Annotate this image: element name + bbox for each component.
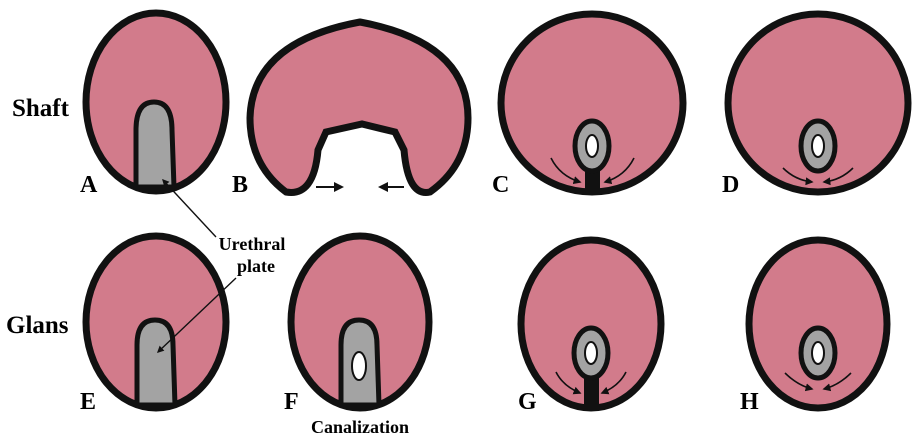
panel-e: E: [80, 236, 226, 415]
row-label-shaft: Shaft: [12, 95, 70, 122]
panel-letter-e: E: [80, 389, 96, 415]
panel-letter-a: A: [80, 172, 98, 198]
panel-h: H: [740, 240, 887, 415]
canalization-label: Canalization: [311, 417, 409, 437]
panel-letter-f: F: [284, 389, 299, 415]
urethral-plate-pointer-a: [163, 180, 216, 237]
panel-letter-d: D: [722, 172, 739, 198]
urethral-plate-label-line1: Urethral: [219, 234, 286, 254]
panel-c: C: [492, 14, 683, 198]
canalization-lumen-f: [352, 352, 366, 380]
urethral-plate-a: [136, 102, 174, 187]
urethral-lumen-g: [585, 342, 597, 364]
panel-letter-b: B: [232, 172, 248, 198]
panel-g: G: [518, 240, 661, 415]
panel-letter-c: C: [492, 172, 509, 198]
panel-a: A: [80, 13, 226, 198]
urethral-lumen-d: [812, 135, 824, 157]
panel-f: F: [284, 236, 429, 415]
glans-cross-section-h: [749, 240, 887, 408]
seam-g: [584, 378, 599, 408]
panel-d: D: [722, 14, 908, 198]
urethral-plate-label-line2: plate: [237, 256, 275, 276]
shaft-cross-section-b: [250, 22, 468, 192]
row-label-glans: Glans: [6, 312, 69, 339]
panel-letter-h: H: [740, 389, 759, 415]
urethral-plate-e: [137, 320, 175, 405]
panel-b: B: [232, 22, 468, 198]
panel-letter-g: G: [518, 389, 537, 415]
urethral-lumen-c: [586, 135, 598, 157]
urethral-lumen-h: [812, 342, 824, 364]
